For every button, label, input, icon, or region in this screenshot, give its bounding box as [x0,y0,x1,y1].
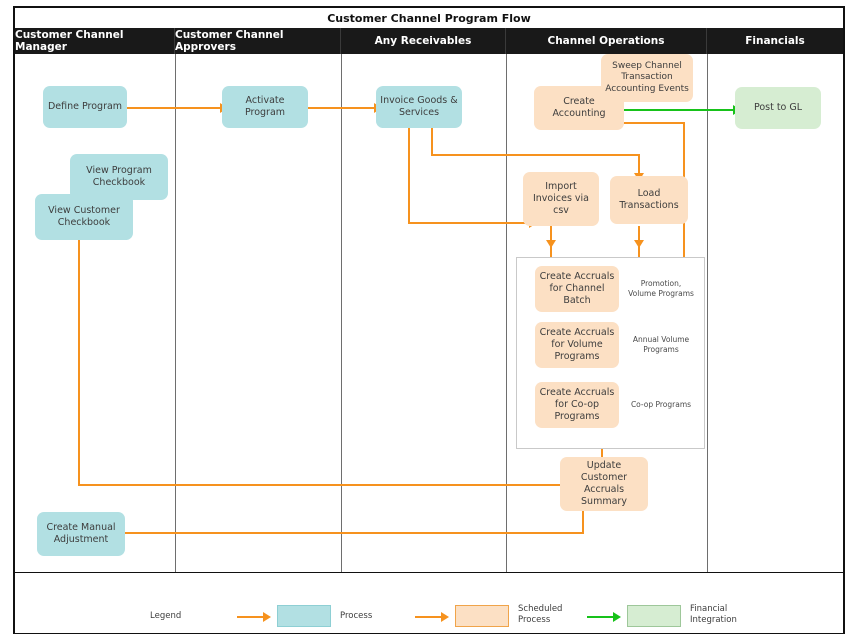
legend-label-process: Process [340,611,373,621]
connector-invoice-to-load-v2 [638,154,640,176]
lane-divider-4 [707,54,708,573]
connector-summary-to-checkbook-h [78,484,574,486]
node-import-invoices-via-csv[interactable]: Import Invoices via csv [523,172,599,226]
legend: Legend Process Scheduled Process Financi… [15,573,843,633]
legend-swatch-process [277,605,331,627]
node-create-accruals-for-coop-programs[interactable]: Create Accruals for Co-op Programs [535,382,619,428]
legend-label-financial-integration: Financial Integration [690,604,737,626]
lane-header-row: Customer Channel Manager Customer Channe… [15,28,843,54]
diagram-title: Customer Channel Program Flow [15,8,843,28]
legend-arrow-financial-head [613,612,621,622]
lane-header-customer-channel-manager: Customer Channel Manager [15,28,175,54]
lane-divider-1 [175,54,176,573]
node-define-program[interactable]: Define Program [43,86,127,128]
legend-swatch-scheduled-process [455,605,509,627]
lane-divider-3 [506,54,507,573]
connector-invoice-to-load-v1 [431,126,433,156]
node-update-customer-accruals-summary[interactable]: Update Customer Accruals Summary [560,457,648,511]
node-view-program-checkbook[interactable]: View Program Checkbook [70,154,168,200]
arrowhead-load-to-accruals [634,240,644,248]
node-create-accruals-for-channel-batch[interactable]: Create Accruals for Channel Batch [535,266,619,312]
node-view-customer-checkbook[interactable]: View Customer Checkbook [35,194,133,240]
note-promotion-volume-programs: Promotion, Volume Programs [628,279,694,298]
legend-title: Legend [150,611,182,621]
lane-header-financials: Financials [745,35,805,47]
legend-arrow-scheduled-head [441,612,449,622]
lane-canvas: Define Program View Program Checkbook Vi… [15,54,843,573]
lane-bottom-border [15,572,843,573]
connector-invoice-to-import-h [408,222,531,224]
arrowhead-import-to-accruals [546,240,556,248]
connector-accounting-to-postgl [593,109,735,111]
node-invoice-goods-services[interactable]: Invoice Goods & Services [376,86,462,128]
legend-arrow-financial-line [587,616,615,618]
connector-manual-to-summary-h [125,532,584,534]
legend-label-scheduled-process: Scheduled Process [518,604,563,626]
connector-activate-to-invoice [308,107,376,109]
connector-manual-to-summary-v [582,494,584,534]
connector-summary-to-checkbook-v [78,224,80,486]
note-annual-volume-programs: Annual Volume Programs [632,335,690,354]
lane-header-any-receivables: Any Receivables [341,28,506,54]
legend-arrow-process-head [263,612,271,622]
connector-invoice-to-load-h [431,154,640,156]
node-post-to-gl[interactable]: Post to GL [735,87,821,129]
lane-header-channel-operations: Channel Operations [506,28,707,54]
node-load-transactions[interactable]: Load Transactions [610,176,688,224]
legend-arrow-scheduled-line [415,616,443,618]
node-create-accruals-for-volume-programs[interactable]: Create Accruals for Volume Programs [535,322,619,368]
node-sweep-channel-transaction-accounting-events[interactable]: Sweep Channel Transaction Accounting Eve… [601,54,693,102]
connector-accruals-to-accounting-h [593,122,685,124]
connector-invoice-to-import-v [408,126,410,224]
note-coop-programs: Co-op Programs [630,400,692,410]
connector-define-to-activate [127,107,222,109]
node-activate-program[interactable]: Activate Program [222,86,308,128]
lane-divider-2 [341,54,342,573]
lane-header-customer-channel-approvers: Customer Channel Approvers [175,28,341,54]
legend-swatch-financial-integration [627,605,681,627]
node-create-manual-adjustment[interactable]: Create Manual Adjustment [37,512,125,556]
legend-arrow-process-line [237,616,265,618]
